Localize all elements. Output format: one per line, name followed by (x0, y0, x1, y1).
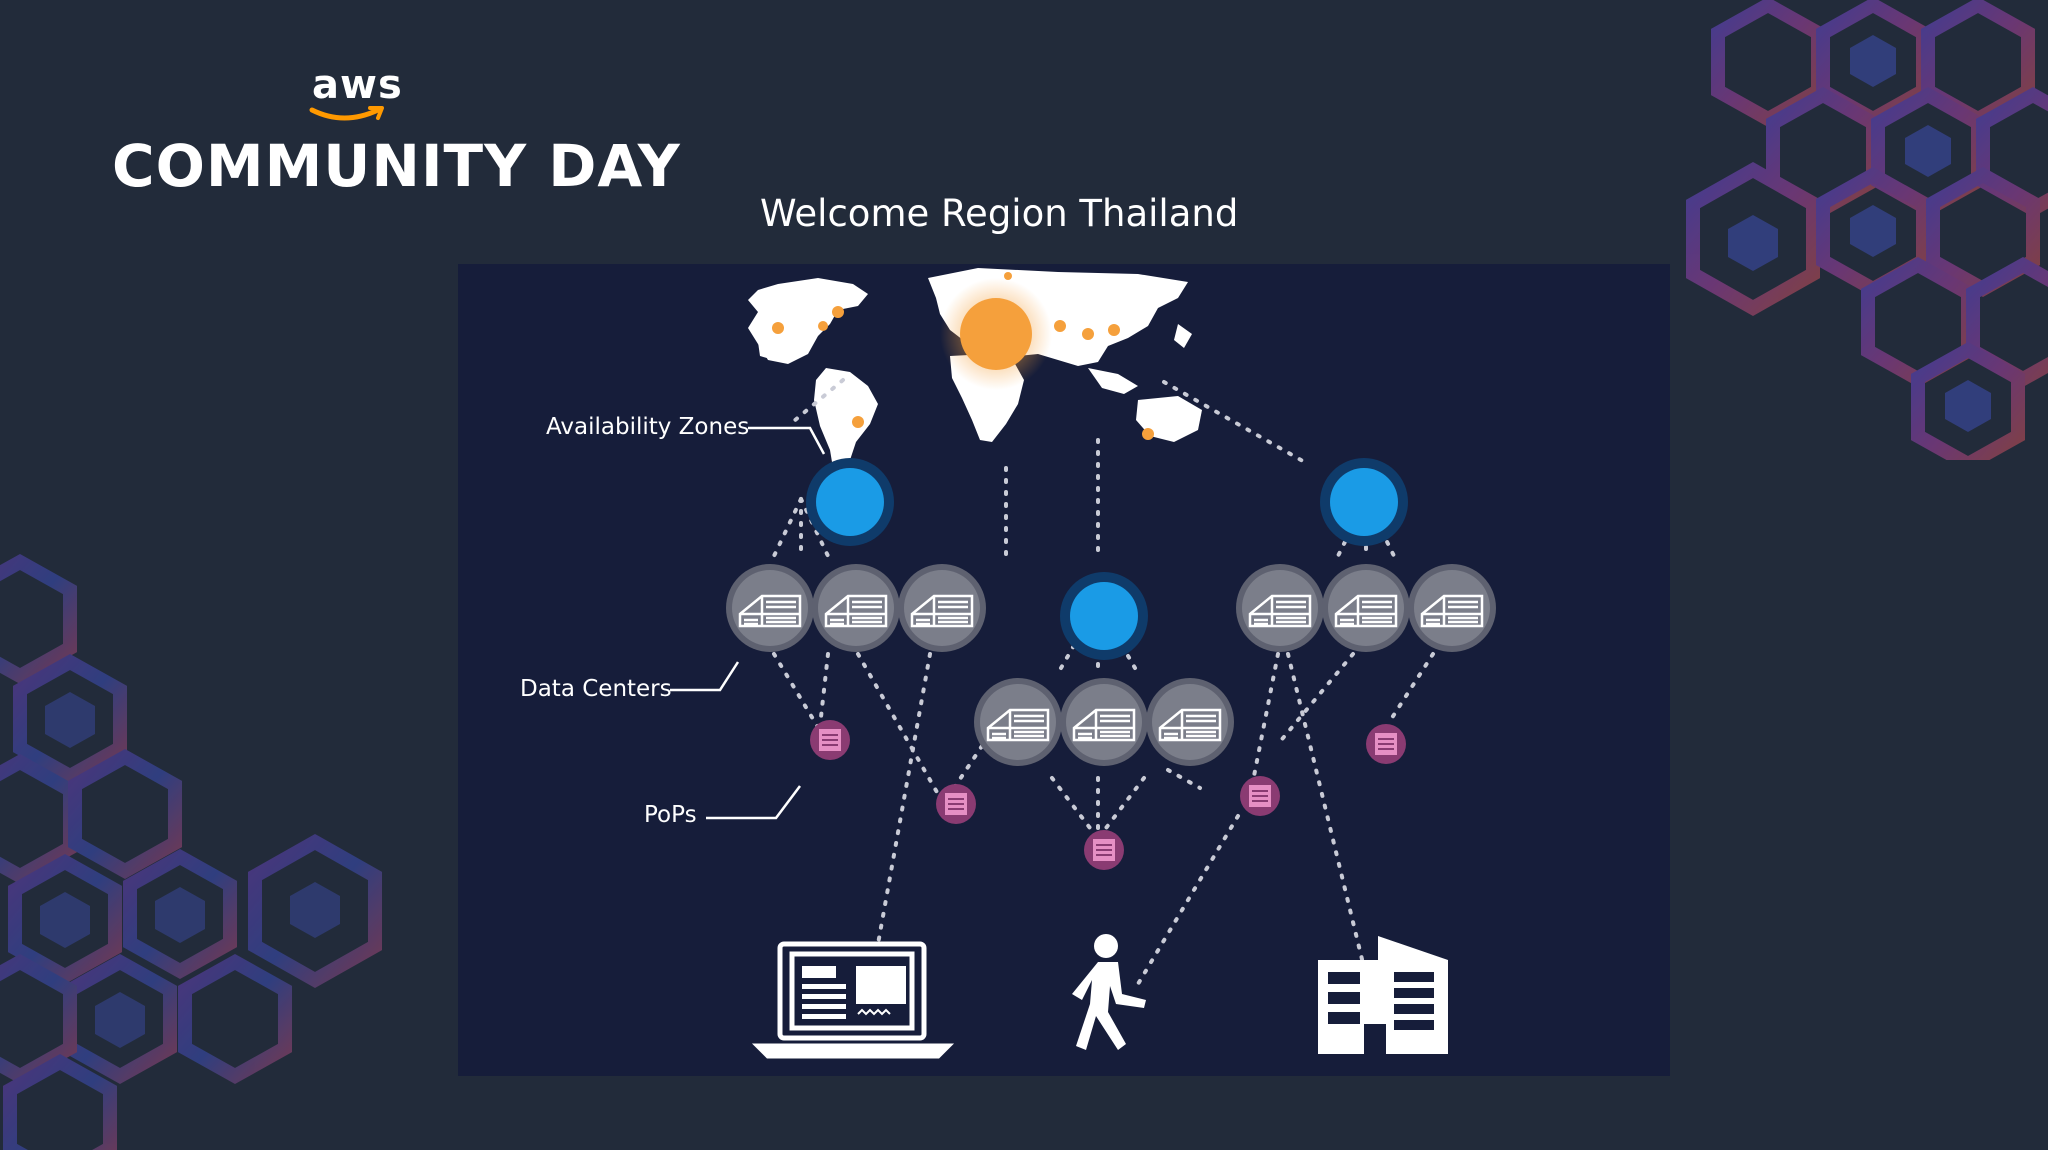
data-center-icon (1058, 676, 1150, 768)
event-name: COMMUNITY DAY (112, 132, 681, 200)
pop-icon (935, 783, 977, 825)
data-center-icon (896, 562, 988, 654)
pops-label: PoPs (644, 802, 697, 828)
data-center-icon (1406, 562, 1498, 654)
data-centers-group-2 (972, 676, 1236, 768)
pop-icon (1239, 775, 1281, 817)
laptop-screen-content (802, 966, 906, 1019)
data-centers-label: Data Centers (520, 676, 672, 702)
data-center-icon (724, 562, 816, 654)
slide-title: Welcome Region Thailand (760, 192, 1239, 235)
office-building-windows (1328, 972, 1434, 1054)
label-leaders (670, 426, 826, 820)
data-center-icon (972, 676, 1064, 768)
hexagon-pattern-right (1686, 0, 2048, 460)
region-markers (772, 272, 1154, 440)
aws-smile-icon (309, 106, 384, 121)
data-center-icon (810, 562, 902, 654)
data-centers-group-1 (724, 562, 988, 654)
data-center-icon (1320, 562, 1412, 654)
bottom-edge (0, 1150, 2048, 1152)
data-centers-group-3 (1234, 562, 1498, 654)
pop-icon (809, 719, 851, 761)
hexagon-pattern-left (0, 553, 382, 1152)
walking-person-icon (1072, 934, 1146, 1050)
region-core (960, 298, 1032, 370)
aws-wordmark: aws (312, 62, 403, 108)
availability-zone-3 (1320, 458, 1408, 546)
availability-zones-label: Availability Zones (546, 414, 750, 440)
availability-zone-1 (806, 458, 894, 546)
pop-icon (1083, 829, 1125, 871)
diagram-canvas (670, 268, 1498, 1059)
data-center-icon (1144, 676, 1236, 768)
pop-icon (1365, 723, 1407, 765)
data-center-icon (1234, 562, 1326, 654)
laptop-icon (751, 941, 955, 1059)
aws-global-infrastructure-diagram: Availability Zones Data Centers PoPs (458, 264, 1670, 1076)
availability-zone-2 (1060, 572, 1148, 660)
